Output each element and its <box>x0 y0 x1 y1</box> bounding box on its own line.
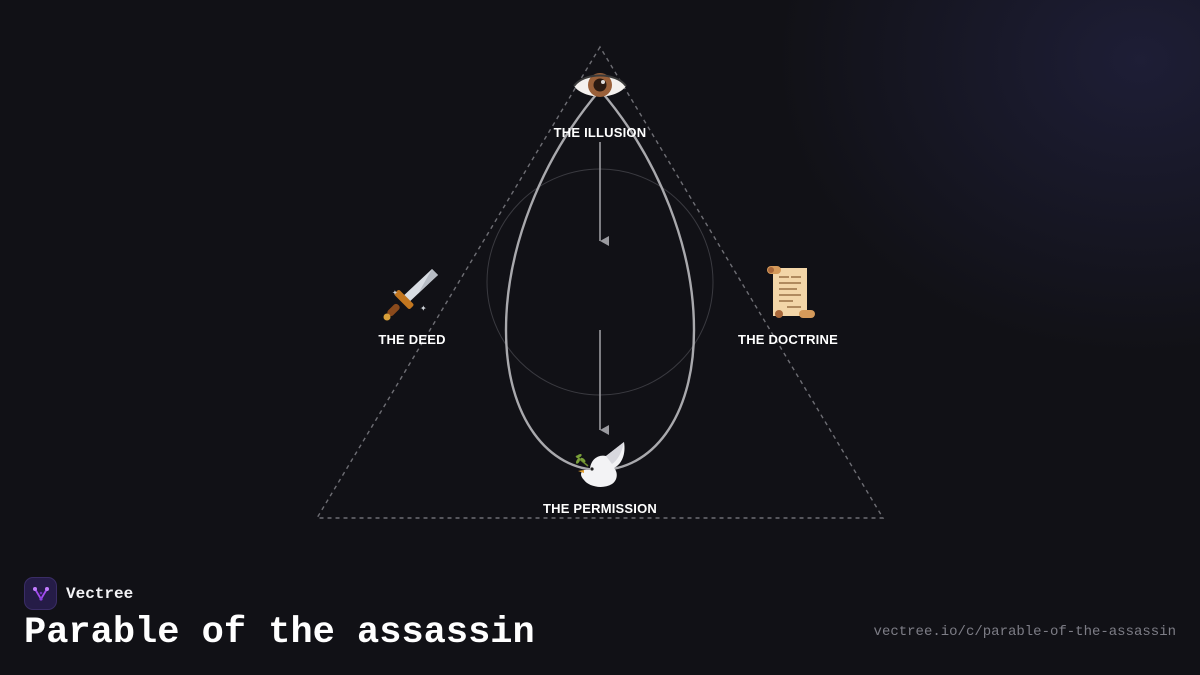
svg-text:✦: ✦ <box>420 304 427 313</box>
svg-text:✦: ✦ <box>392 289 398 297</box>
page-url: vectree.io/c/parable-of-the-assassin <box>873 624 1176 640</box>
scroll-icon <box>750 262 830 322</box>
node-label-permission: THE PERMISSION <box>542 501 658 516</box>
dagger-icon: ✦ ✦ <box>372 264 452 324</box>
node-label-deed: THE DEED <box>378 332 446 347</box>
eye-icon <box>560 56 640 116</box>
page-title: Parable of the assassin <box>24 612 535 654</box>
dashed-triangle <box>315 45 885 519</box>
brand: Vectree <box>24 577 133 610</box>
node-label-illusion: THE ILLUSION <box>553 125 647 140</box>
vectree-logo-icon <box>24 577 57 610</box>
node-label-doctrine: THE DOCTRINE <box>738 332 838 347</box>
brand-name: Vectree <box>66 584 134 603</box>
dove-icon <box>562 434 642 494</box>
